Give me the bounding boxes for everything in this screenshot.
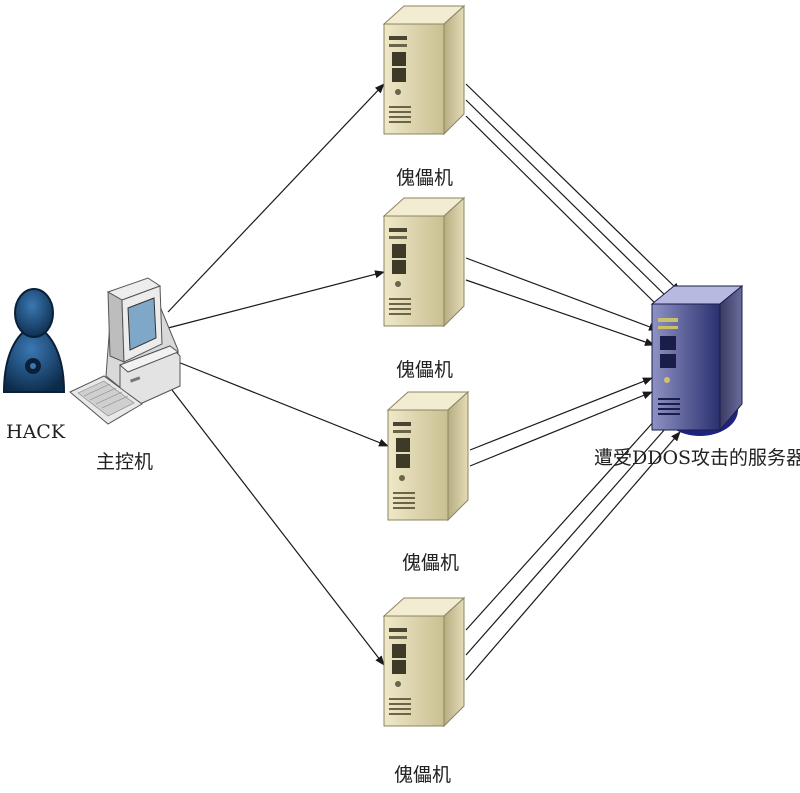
desktop-computer-icon [70, 278, 180, 424]
zombie-label-2: 傀儡机 [396, 355, 453, 382]
target-label: 遭受DDOS攻击的服务器 [594, 443, 800, 470]
zombie-server-2 [384, 198, 464, 326]
zombie-server-1 [384, 6, 464, 134]
target-server-icon [652, 286, 742, 436]
arrow-to-zombie-3 [178, 362, 388, 446]
hacker-label: HACK [6, 421, 65, 443]
attack-arrows [466, 84, 680, 680]
control-arrows [168, 84, 388, 665]
zombie-label-1: 傀儡机 [396, 163, 453, 190]
zombie-label-3: 傀儡机 [402, 548, 459, 575]
hacker-person-icon [4, 289, 64, 392]
arrow-to-zombie-2 [168, 272, 384, 328]
zombie-label-4: 傀儡机 [394, 760, 451, 787]
controller-label: 主控机 [96, 447, 153, 474]
arrow-to-zombie-1 [168, 84, 384, 312]
zombie-server-4 [384, 598, 464, 726]
zombie-server-3 [388, 392, 468, 520]
